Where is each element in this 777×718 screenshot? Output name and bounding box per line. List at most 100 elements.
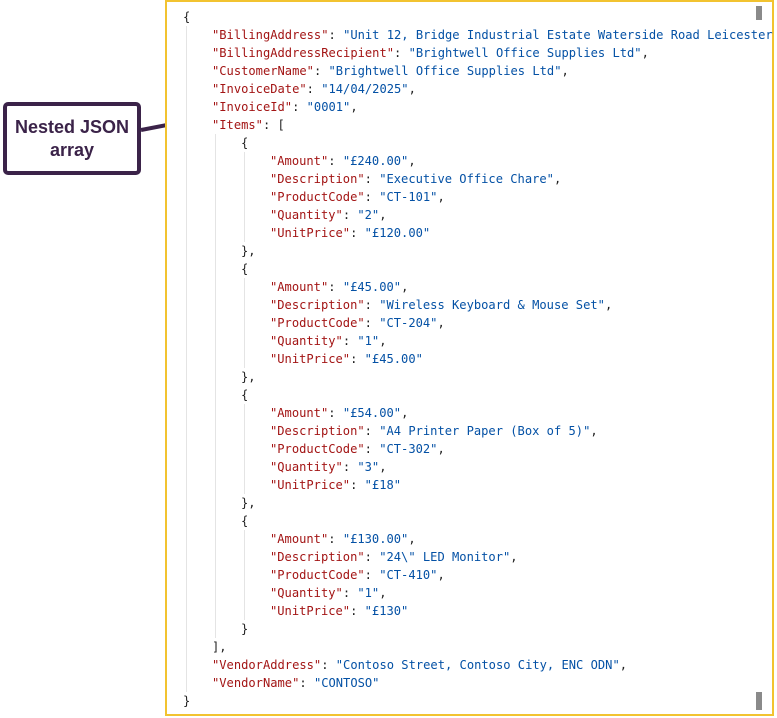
- json-punctuation: {: [183, 10, 191, 24]
- json-punctuation: : [: [262, 118, 285, 132]
- code-line: "ProductCode": "CT-410",: [270, 566, 445, 584]
- json-key: "Description": [270, 550, 365, 564]
- json-key: "ProductCode": [270, 316, 365, 330]
- json-key: "ProductCode": [270, 568, 365, 582]
- json-punctuation: :: [328, 406, 343, 420]
- json-key: "Amount": [270, 406, 329, 420]
- code-line: {: [241, 260, 248, 278]
- json-punctuation: :: [342, 586, 358, 600]
- code-line: "Description": "Executive Office Chare",: [270, 170, 561, 188]
- json-punctuation: :: [306, 82, 322, 96]
- json-string: "Wireless Keyboard & Mouse Set": [379, 298, 605, 312]
- code-line: }: [241, 620, 248, 638]
- code-line: "UnitPrice": "£130": [270, 602, 408, 620]
- json-punctuation: :: [350, 604, 365, 618]
- json-string: "£45.00": [342, 280, 402, 294]
- json-punctuation: :: [313, 64, 329, 78]
- code-line: "CustomerName": "Brightwell Office Suppl…: [212, 62, 569, 80]
- json-key: "ProductCode": [270, 442, 365, 456]
- json-string: "CONTOSO": [313, 676, 380, 690]
- code-line: "BillingAddress": "Unit 12, Bridge Indus…: [212, 26, 773, 44]
- json-string: "14/04/2025": [321, 82, 409, 96]
- json-punctuation: :: [364, 172, 380, 186]
- code-line: "ProductCode": "CT-204",: [270, 314, 445, 332]
- json-key: "Description": [270, 172, 365, 186]
- json-string: "0001": [306, 100, 351, 114]
- code-line: "Description": "24\" LED Monitor",: [270, 548, 518, 566]
- json-punctuation: :: [364, 568, 380, 582]
- json-punctuation: }: [241, 622, 249, 636]
- json-punctuation: {: [241, 388, 249, 402]
- json-punctuation: ,: [510, 550, 518, 564]
- json-key: "VendorAddress": [212, 658, 322, 672]
- json-string: "2": [357, 208, 380, 222]
- json-punctuation: ,: [408, 82, 416, 96]
- json-string: "£240.00": [342, 154, 409, 168]
- code-line: "Amount": "£45.00",: [270, 278, 408, 296]
- indent-guide: [244, 530, 245, 620]
- code-line: "Quantity": "1",: [270, 584, 387, 602]
- json-punctuation: ,: [408, 154, 416, 168]
- code-line: {: [241, 134, 248, 152]
- indent-guide: [244, 404, 245, 494]
- json-punctuation: :: [350, 226, 365, 240]
- indent-guide: [186, 26, 187, 692]
- scrollbar-top-marker[interactable]: [756, 6, 762, 20]
- json-punctuation: :: [364, 190, 380, 204]
- code-line: },: [241, 368, 256, 386]
- json-key: "InvoiceId": [212, 100, 293, 114]
- json-key: "InvoiceDate": [212, 82, 307, 96]
- json-punctuation: :: [342, 208, 358, 222]
- json-string: "£130": [364, 604, 409, 618]
- json-string: "A4 Printer Paper (Box of 5)": [379, 424, 591, 438]
- json-key: "UnitPrice": [270, 352, 351, 366]
- code-line: "Description": "Wireless Keyboard & Mous…: [270, 296, 612, 314]
- json-punctuation: ,: [604, 298, 613, 312]
- json-string: "1": [357, 586, 380, 600]
- json-punctuation: ,: [561, 64, 569, 78]
- code-line: "UnitPrice": "£45.00": [270, 350, 423, 368]
- json-string: "£54.00": [342, 406, 402, 420]
- vertical-scrollbar[interactable]: [756, 6, 764, 710]
- json-key: "Amount": [270, 532, 329, 546]
- code-line: "InvoiceDate": "14/04/2025",: [212, 80, 416, 98]
- json-punctuation: ,: [553, 172, 562, 186]
- json-string: "Unit 12, Bridge Industrial Estate Water…: [343, 28, 773, 42]
- json-punctuation: ],: [212, 640, 227, 654]
- json-string: "Brightwell Office Supplies Ltd": [328, 64, 562, 78]
- json-punctuation: :: [342, 334, 358, 348]
- code-line: "VendorAddress": "Contoso Street, Contos…: [212, 656, 627, 674]
- json-punctuation: ,: [437, 190, 445, 204]
- code-view[interactable]: { "BillingAddress": "Unit 12, Bridge Indu…: [167, 2, 773, 714]
- json-string: "24\" LED Monitor": [379, 550, 511, 564]
- json-punctuation: :: [394, 46, 409, 60]
- code-line: "Description": "A4 Printer Paper (Box of…: [270, 422, 598, 440]
- json-punctuation: ,: [437, 568, 445, 582]
- code-line: "ProductCode": "CT-101",: [270, 188, 445, 206]
- json-punctuation: ,: [641, 46, 649, 60]
- json-key: "BillingAddress": [212, 28, 329, 42]
- json-key: "Quantity": [270, 586, 343, 600]
- nested-json-array-callout: Nested JSON array: [3, 102, 141, 175]
- code-line: "UnitPrice": "£120.00": [270, 224, 430, 242]
- scrollbar-bottom-marker[interactable]: [756, 692, 762, 710]
- json-punctuation: :: [350, 478, 365, 492]
- json-punctuation: :: [342, 460, 358, 474]
- json-editor[interactable]: { "BillingAddress": "Unit 12, Bridge Indu…: [165, 0, 774, 716]
- json-punctuation: {: [241, 136, 249, 150]
- json-punctuation: ,: [350, 100, 358, 114]
- json-key: "UnitPrice": [270, 604, 351, 618]
- indent-guide: [215, 134, 216, 638]
- code-line: "UnitPrice": "£18": [270, 476, 401, 494]
- json-key: "Quantity": [270, 208, 343, 222]
- json-punctuation: :: [299, 676, 314, 690]
- json-punctuation: {: [241, 514, 249, 528]
- code-line: "ProductCode": "CT-302",: [270, 440, 445, 458]
- json-punctuation: :: [350, 352, 365, 366]
- json-string: "Contoso Street, Contoso City, ENC ODN": [335, 658, 620, 672]
- json-string: "£18": [364, 478, 402, 492]
- json-punctuation: ,: [401, 406, 409, 420]
- json-key: "CustomerName": [212, 64, 314, 78]
- json-punctuation: ,: [379, 460, 387, 474]
- code-line: "Amount": "£240.00",: [270, 152, 416, 170]
